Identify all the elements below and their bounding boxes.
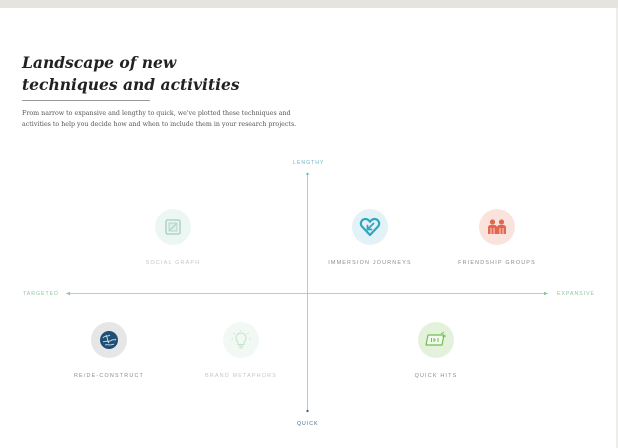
- brand-metaphors-icon: [223, 322, 259, 358]
- page-edge: [616, 8, 618, 448]
- friendship-groups-icon: [479, 209, 515, 245]
- axis-label-expansive: EXPANSIVE: [557, 291, 596, 297]
- horizontal-axis-left-arrow: [66, 291, 70, 296]
- axis-label-lengthy: LENGTHY: [293, 160, 325, 166]
- item-re-de-construct: RE/DE-CONSTRUCT: [49, 322, 169, 379]
- intro-text: From narrow to expansive and lengthy to …: [22, 109, 322, 130]
- title-line-2: techniques and activities: [22, 75, 240, 94]
- immersion-journeys-icon: [352, 209, 388, 245]
- item-immersion-journeys: IMMERSION JOURNEYS: [310, 209, 430, 266]
- social-graph-icon: [155, 209, 191, 245]
- re-de-construct-label: RE/DE-CONSTRUCT: [73, 373, 145, 379]
- vertical-axis-bottom-dot: [306, 409, 309, 413]
- page-title: Landscape of new techniques and activiti…: [22, 52, 322, 96]
- item-quick-hits: QUICK HITS: [376, 322, 496, 379]
- item-brand-metaphors: BRAND METAPHORS: [181, 322, 301, 379]
- vertical-axis-top-dot: [306, 172, 309, 176]
- quick-hits-label: QUICK HITS: [414, 373, 458, 379]
- top-bar: [0, 0, 618, 8]
- re-de-construct-icon: [91, 322, 127, 358]
- quick-hits-icon: [418, 322, 454, 358]
- axis-label-targeted: TARGETED: [23, 291, 59, 297]
- brand-metaphors-label: BRAND METAPHORS: [204, 373, 278, 379]
- item-social-graph: SOCIAL GRAPH: [113, 209, 233, 266]
- axis-label-quick: QUICK: [297, 421, 319, 427]
- item-friendship-groups: FRIENDSHIP GROUPS: [437, 209, 557, 266]
- title-line-1: Landscape of new: [22, 53, 177, 72]
- social-graph-label: SOCIAL GRAPH: [145, 260, 201, 266]
- horizontal-axis-right-arrow: [544, 291, 548, 296]
- immersion-journeys-label: IMMERSION JOURNEYS: [328, 260, 412, 266]
- intro-line-2: activities to help you decide how and wh…: [22, 120, 297, 128]
- title-divider: [22, 100, 150, 101]
- intro-line-1: From narrow to expansive and lengthy to …: [22, 110, 291, 117]
- friendship-groups-label: FRIENDSHIP GROUPS: [458, 260, 536, 266]
